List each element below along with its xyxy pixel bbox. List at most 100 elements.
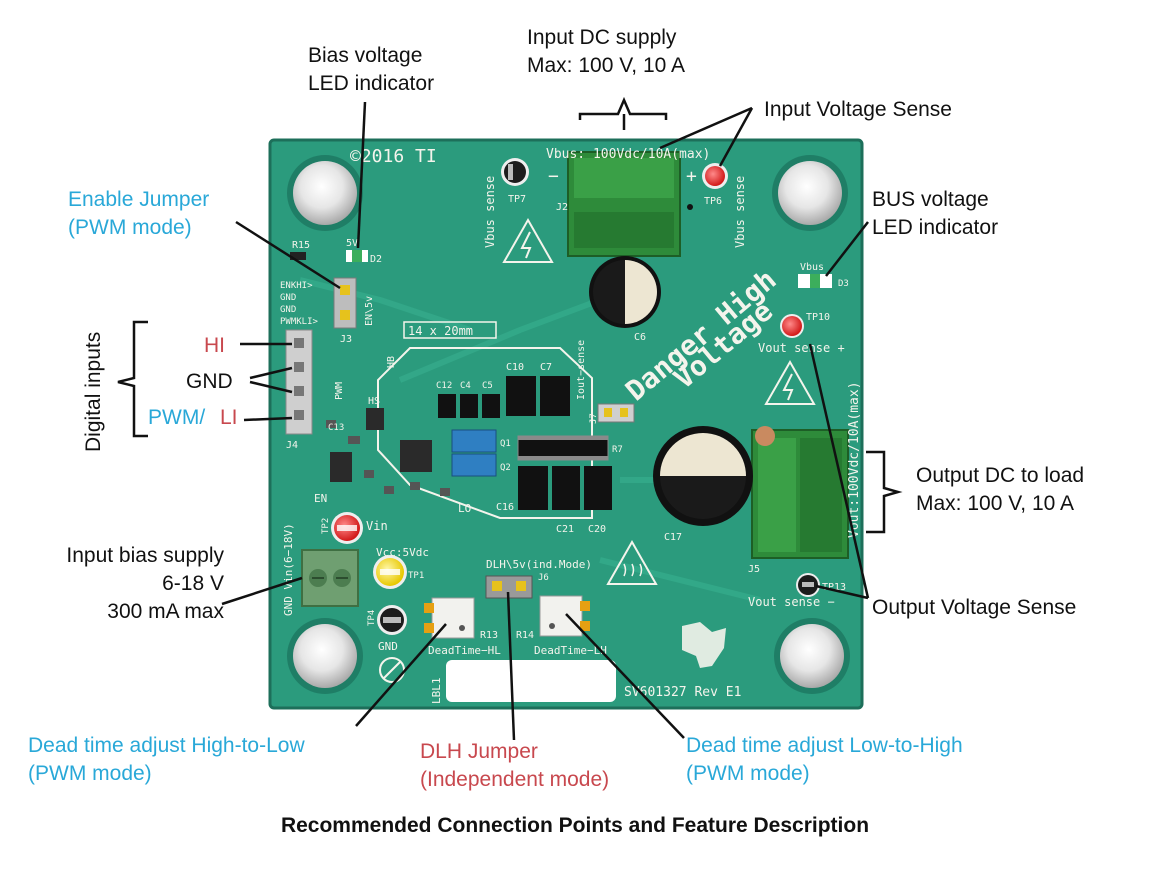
silk-lo: LO (458, 502, 471, 515)
silk-j7: J7 (589, 413, 599, 424)
silk-dlh5v: DLH\5v(ind.Mode) (486, 558, 592, 571)
deadtime-pot-hl (424, 597, 475, 639)
silk-j3: J3 (340, 334, 352, 345)
standoff-bottom-left (287, 618, 363, 694)
standoff-bottom-right (774, 618, 850, 694)
silk-c10: C10 (506, 362, 524, 373)
silk-en5v: EN\5v (364, 296, 375, 326)
silk-vout-rating: Vout:100Vdc/10A(max) (847, 381, 862, 538)
silk-vbus-sense-left: Vbus sense (483, 176, 497, 248)
silk-c12: C12 (436, 381, 452, 391)
silk-j2: J2 (556, 202, 568, 213)
pcb-edge (268, 138, 864, 710)
silk-hb: HB (386, 356, 397, 368)
callout-deadtime-lh-line2: (PWM mode) (686, 762, 810, 785)
test-point-tp10 (780, 314, 804, 338)
silk-en: EN (314, 492, 327, 505)
callout-hi: HI (204, 334, 225, 357)
power-capacitors (438, 376, 612, 510)
high-voltage-warning-icon-2 (764, 359, 816, 405)
silk-vin: Vin (366, 519, 388, 533)
silk-r14: R14 (516, 630, 534, 641)
callout-dlh-line1: DLH Jumper (420, 740, 538, 763)
silk-gnd2: GND (280, 305, 296, 315)
standoff-top-left (287, 155, 363, 231)
silk-pwm: PWM (334, 382, 345, 400)
callout-gnd: GND (186, 370, 233, 393)
silk-c20: C20 (588, 524, 606, 535)
test-point-tp4 (377, 605, 407, 635)
label-area-lbl1 (446, 660, 616, 702)
silk-plus: + (686, 166, 697, 187)
silk-tp4: TP4 (367, 610, 377, 626)
silk-tp2: TP2 (321, 518, 331, 534)
silk-c6: C6 (634, 332, 646, 343)
small-components (326, 420, 450, 496)
pcb-board (270, 140, 862, 708)
silk-en-hi: ENKHI> (280, 281, 313, 291)
figure-caption: Recommended Connection Points and Featur… (280, 814, 870, 837)
silk-j5: J5 (748, 564, 760, 575)
silk-gnd1: GND (280, 293, 296, 303)
silk-copyright: ©2016 TI (350, 146, 437, 167)
callout-bus-led-line1: BUS voltage (872, 188, 989, 211)
silk-board-id: SV601327 Rev E1 (624, 685, 741, 700)
hot-surface-warning-icon (606, 539, 658, 585)
mosfet-q2 (451, 453, 497, 477)
silk-pwm-li: PWMKLI> (280, 317, 319, 327)
callout-output-sense: Output Voltage Sense (872, 596, 1076, 619)
silk-d3: D3 (838, 279, 849, 289)
silk-tp6: TP6 (704, 196, 722, 207)
capacitor-c6 (589, 256, 661, 328)
silk-r13: R13 (480, 630, 498, 641)
callout-enable-jumper-line2: (PWM mode) (68, 216, 192, 239)
callout-enable-jumper-line1: Enable Jumper (68, 188, 209, 211)
silk-d2: D2 (370, 254, 382, 265)
callout-input-sense: Input Voltage Sense (764, 98, 952, 121)
silk-j6: J6 (538, 573, 549, 583)
callout-pwm: PWM/ (148, 406, 205, 429)
silk-tp10: TP10 (806, 312, 830, 323)
callout-input-bias-line1: Input bias supply (66, 544, 224, 567)
silk-c5: C5 (482, 381, 493, 391)
deadtime-pot-lh (539, 595, 590, 637)
callout-input-dc-line2: Max: 100 V, 10 A (527, 54, 685, 77)
silk-deadtime-lh: DeadTime−LH (534, 644, 607, 657)
silk-vbus-rating: Vbus: 100Vdc/10A(max) (546, 147, 710, 162)
callout-bias-led-line2: LED indicator (308, 72, 434, 95)
silk-lbl1: LBL1 (430, 678, 443, 705)
silk-c21: C21 (556, 524, 574, 535)
callout-deadtime-hl-line1: Dead time adjust High-to-Low (28, 734, 305, 757)
callout-input-dc-line1: Input DC supply (527, 26, 677, 49)
test-point-tp1 (373, 555, 407, 589)
silk-q2: Q2 (500, 463, 511, 473)
callout-input-bias-line3: 300 mA max (107, 600, 224, 623)
standoff-top-right (772, 155, 848, 231)
silk-vin-range: GND Vin(6−18V) (282, 523, 295, 616)
test-point-tp6 (702, 163, 728, 189)
silk-vout-sense-bottom: Vout sense − (748, 595, 835, 609)
silk-tp7: TP7 (508, 194, 526, 205)
silk-c13: C13 (328, 423, 344, 433)
callout-digital-inputs: Digital inputs (82, 332, 105, 452)
callout-deadtime-hl-line2: (PWM mode) (28, 762, 152, 785)
callout-output-dc-line2: Max: 100 V, 10 A (916, 492, 1074, 515)
silk-c7: C7 (540, 362, 552, 373)
mosfet-q1 (451, 429, 497, 453)
silk-r15: R15 (292, 240, 310, 251)
callout-bias-led-line1: Bias voltage (308, 44, 422, 67)
test-point-tp13 (796, 573, 820, 597)
silk-vbus-led: Vbus (800, 262, 824, 273)
test-point-tp2 (331, 512, 363, 544)
callout-leader-lines (117, 96, 903, 741)
iout-jumper-j7 (597, 403, 635, 423)
silk-gnd3: GND (378, 640, 398, 653)
callout-li: LI (220, 406, 238, 429)
output-connector-screw (755, 426, 775, 446)
driver-ic (400, 440, 432, 472)
silk-q1: Q1 (500, 439, 511, 449)
high-voltage-warning-icon (502, 217, 554, 263)
enable-jumper-j3 (333, 277, 357, 329)
